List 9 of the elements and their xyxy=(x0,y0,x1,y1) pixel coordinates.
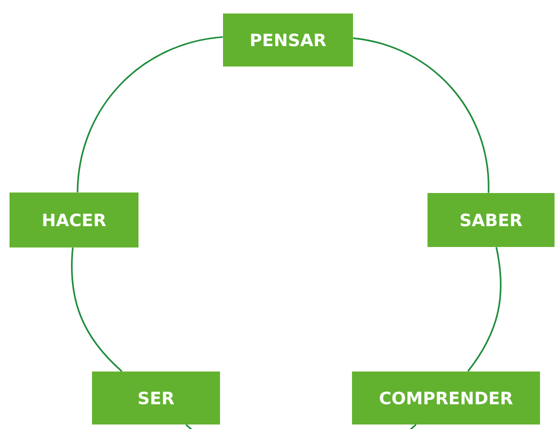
circle-arc xyxy=(467,247,502,372)
label-box: SER xyxy=(92,372,220,424)
label-box: HACER xyxy=(10,192,138,248)
circle-arc xyxy=(76,36,223,192)
label-box: PENSAR xyxy=(223,14,353,66)
label-box: SABER xyxy=(428,193,554,247)
circle-arc xyxy=(353,37,490,193)
circle-arc xyxy=(71,248,122,372)
label-box: COMPRENDER xyxy=(352,372,540,424)
